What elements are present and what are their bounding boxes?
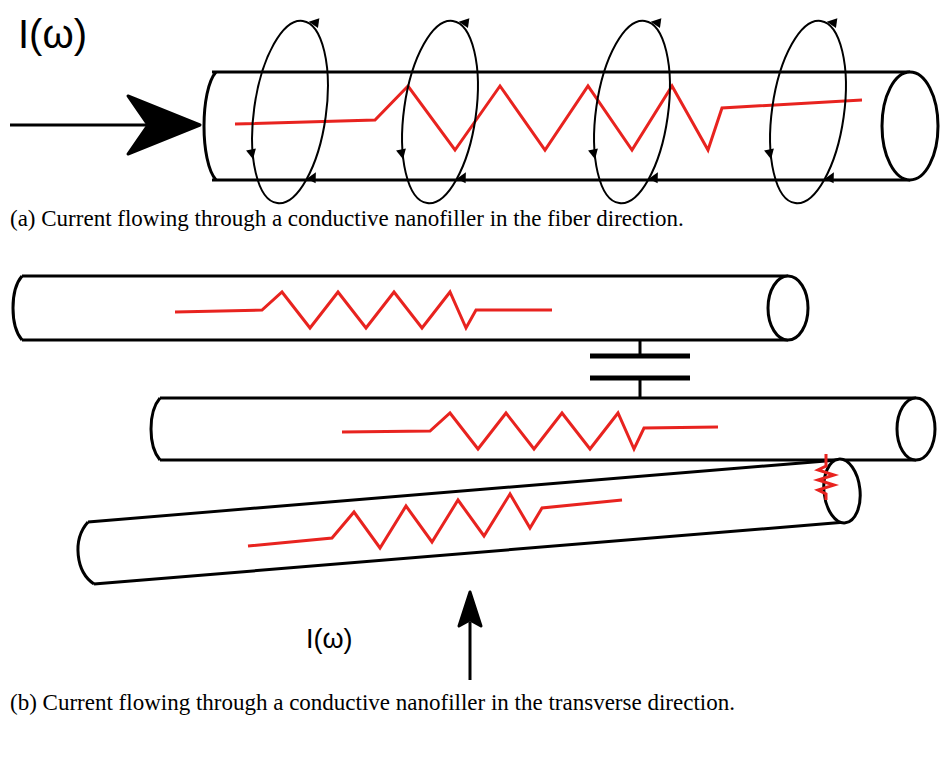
resistor-symbol [342, 413, 718, 449]
caption: (b) Current flowing through a conductive… [10, 688, 735, 718]
field-loop-curve [584, 16, 681, 208]
current-arrow-shaft [469, 622, 472, 680]
field-arrowhead [307, 170, 321, 184]
field-loop [239, 11, 341, 209]
fiber-tube-end [768, 276, 808, 340]
field-loop [757, 11, 859, 209]
field-arrowhead [308, 17, 319, 28]
fiber-tube-edge [88, 460, 838, 522]
capacitor-plate [590, 354, 690, 359]
fiber-tube-end [821, 457, 863, 524]
fiber-tube-end [13, 276, 22, 340]
field-arrowhead [588, 148, 600, 160]
fiber-tube-end [78, 522, 94, 584]
field-arrowhead [457, 170, 471, 184]
current-arrow-shaft [10, 124, 150, 127]
field-arrowhead [650, 17, 661, 28]
capacitor-lead [639, 378, 642, 398]
resistor-symbol [248, 494, 622, 548]
resistor-symbol [235, 86, 862, 150]
current-label: I(ω) [306, 622, 353, 657]
fiber-tube-end [897, 398, 935, 460]
field-arrowhead [649, 170, 663, 184]
field-loop-curve [392, 16, 489, 208]
fiber-tube-edge [212, 179, 910, 182]
fiber-tube-edge [212, 71, 910, 74]
fiber-tube-edge [160, 397, 916, 400]
field-loop [389, 11, 491, 209]
field-arrowhead [826, 17, 837, 28]
field-arrowhead [396, 148, 408, 160]
caption: (a) Current flowing through a conductive… [10, 204, 684, 234]
fiber-tube-edge [94, 522, 846, 584]
fiber-tube-edge [22, 275, 788, 278]
fiber-tube-edge [160, 459, 916, 462]
field-loop-curve [760, 16, 857, 208]
current-arrowhead [459, 592, 481, 626]
field-arrowhead [458, 17, 469, 28]
fiber-tube-end [882, 72, 938, 180]
field-loops [239, 11, 859, 209]
field-loop [581, 11, 683, 209]
field-arrowhead [764, 148, 776, 160]
resistor-symbol [175, 292, 552, 328]
fiber-tube-end [204, 72, 216, 180]
field-loop-curve [242, 16, 339, 208]
contact-resistor-symbol [818, 454, 834, 500]
fiber-tube-end [151, 398, 160, 460]
fiber-tube-edge [22, 339, 788, 342]
field-arrowhead [825, 170, 839, 184]
current-arrowhead [128, 96, 200, 154]
field-arrowhead [246, 148, 258, 160]
current-label: I(ω) [18, 8, 87, 60]
